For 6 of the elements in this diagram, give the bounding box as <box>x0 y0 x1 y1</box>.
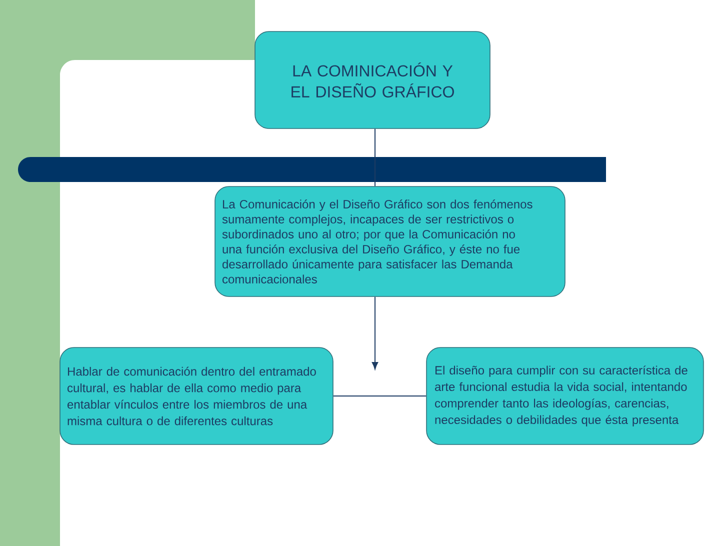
text-box: Hablar de comunicación dentro del entramado cultural, es hablar de ella como medio para entablar vínculos entre los miembros de una misma cultura o de diferentes culturas <box>60 347 334 445</box>
arrow <box>372 296 378 370</box>
text-box: El diseño para cumplir con su característica de arte funcional estudia la vida social, intentando comprender tanto las ideologías, carencias, necesidades o debilidades que ésta presenta <box>426 347 704 445</box>
title-box: LA COMINICACIÓN Y EL DISEÑO GRÁFICO <box>254 31 490 129</box>
text-box: La Comunicación y el Diseño Gráfico son dos fenómenos sumamente complejos, incapaces de ser restrictivos o subordinados uno al otro; por que la Comunicación no una función exclusiva del Diseño Gráfico, y éste no fue desarrollado únicamente para satisfacer las Demanda comunicacionales <box>214 186 566 297</box>
connector-line <box>374 128 376 187</box>
